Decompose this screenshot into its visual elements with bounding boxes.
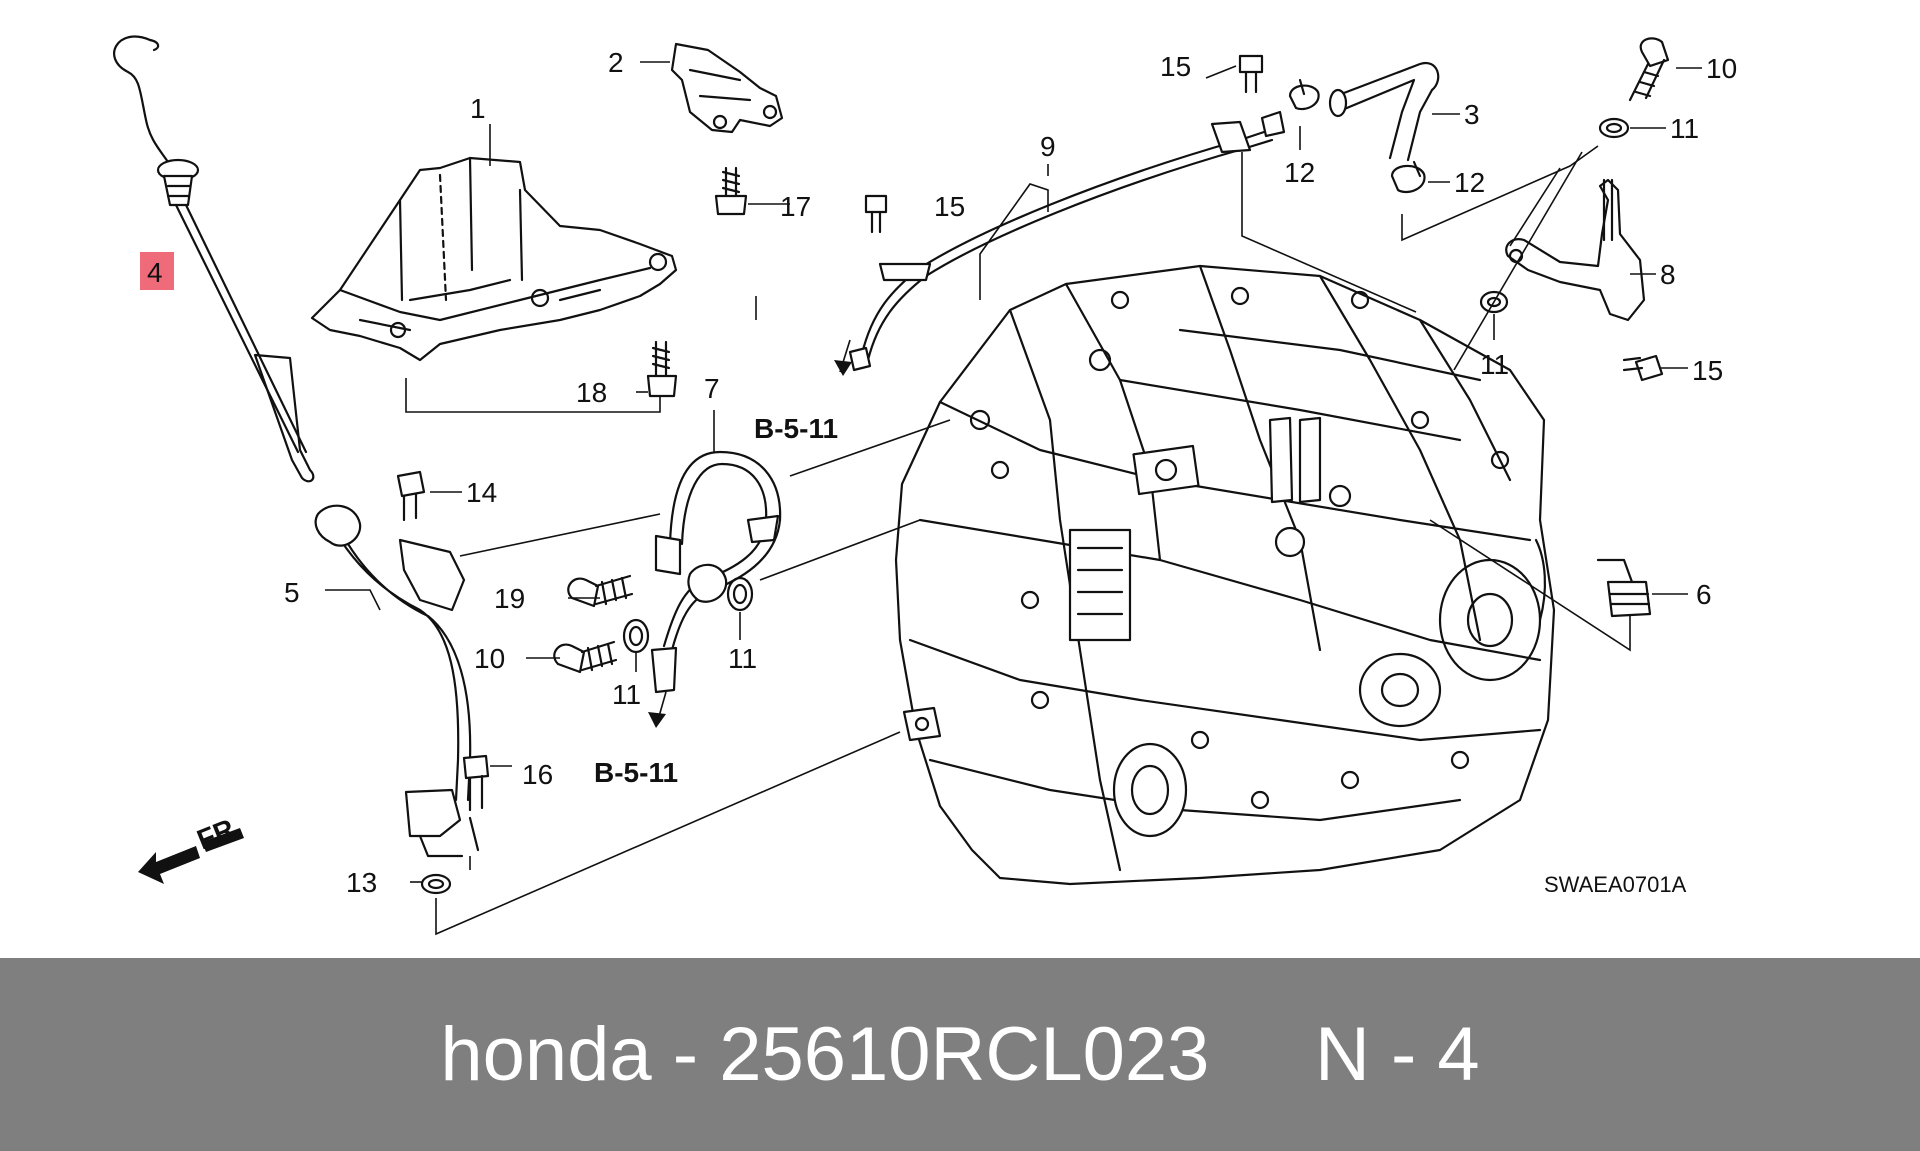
callout-11-top: 11: [1670, 113, 1699, 144]
callout-6: 6: [1696, 579, 1712, 610]
bolt-15-left: [864, 194, 888, 234]
callout-13: 13: [346, 867, 377, 898]
filler-pipe-part: [314, 504, 480, 858]
ref-arrow-2: [648, 712, 666, 728]
diagram-code: SWAEA0701A: [1544, 872, 1687, 897]
bolt-14: [396, 470, 426, 522]
callout-4-highlight: [140, 252, 174, 290]
callout-18: 18: [576, 377, 607, 408]
callout-4: 4: [147, 257, 163, 288]
bolt-17: [714, 166, 748, 216]
bolt-15-right: [1622, 354, 1664, 382]
reference-b-5-11-lower: B-5-11: [594, 757, 678, 788]
washer-11-a: [622, 618, 650, 654]
callout-3: 3: [1464, 99, 1480, 130]
callout-11-mid: 11: [1480, 349, 1509, 380]
callout-1: 1: [470, 93, 486, 124]
bolt-10-right: [1628, 37, 1670, 102]
front-direction-label: FR.: [193, 810, 246, 856]
bracket-part: [670, 42, 784, 134]
bolt-10-left: [553, 640, 618, 674]
callout-11-low-right: 11: [728, 643, 757, 674]
callout-11-low-left: 11: [612, 679, 641, 710]
exploded-parts-diagram: 4 1 2 3 5 6 7 8 9 10 10 11 11 11 11 12 1…: [113, 35, 1737, 936]
part-number-caption: honda - 25610RCL023 N - 4: [440, 1011, 1480, 1097]
front-direction-arrow: [138, 828, 244, 884]
washer-11-c: [1598, 117, 1630, 139]
callout-10-right: 10: [1706, 53, 1737, 84]
callout-9: 9: [1040, 131, 1056, 162]
ref-arrow-1: [834, 360, 852, 376]
callout-15-top: 15: [1160, 51, 1191, 82]
callout-19: 19: [494, 583, 525, 614]
callout-16: 16: [522, 759, 553, 790]
callout-14: 14: [466, 477, 497, 508]
atf-pipe-part: [650, 450, 782, 694]
footer-bar: honda - 25610RCL023 N - 4: [0, 958, 1920, 1151]
dipstick-part: [113, 35, 315, 483]
transmission-case: [894, 264, 1556, 886]
callout-7: 7: [704, 373, 720, 404]
bolt-18: [646, 340, 678, 398]
callout-5: 5: [284, 577, 300, 608]
callout-17: 17: [780, 191, 811, 222]
clamp-12-b: [1390, 160, 1426, 194]
reference-b-5-11-upper: B-5-11: [754, 413, 838, 444]
clamp-12-a: [1288, 78, 1320, 111]
washer-13: [420, 873, 452, 895]
callout-12-left: 12: [1284, 157, 1315, 188]
plug-part: [1596, 558, 1652, 618]
bolt-16: [462, 754, 490, 812]
hose-part: [1328, 61, 1440, 162]
callout-8: 8: [1660, 259, 1676, 290]
callout-2: 2: [608, 47, 624, 78]
bolt-15-top: [1238, 54, 1264, 94]
callout-12-right: 12: [1454, 167, 1485, 198]
callout-10-left: 10: [474, 643, 505, 674]
leader-lines: [148, 61, 1702, 936]
stay-8-part: [1505, 178, 1646, 322]
splash-shield-part: [310, 156, 678, 362]
breather-tube-part: [848, 110, 1286, 372]
callout-15-right: 15: [1692, 355, 1723, 386]
callout-15-left: 15: [934, 191, 965, 222]
bolt-19: [567, 574, 634, 608]
